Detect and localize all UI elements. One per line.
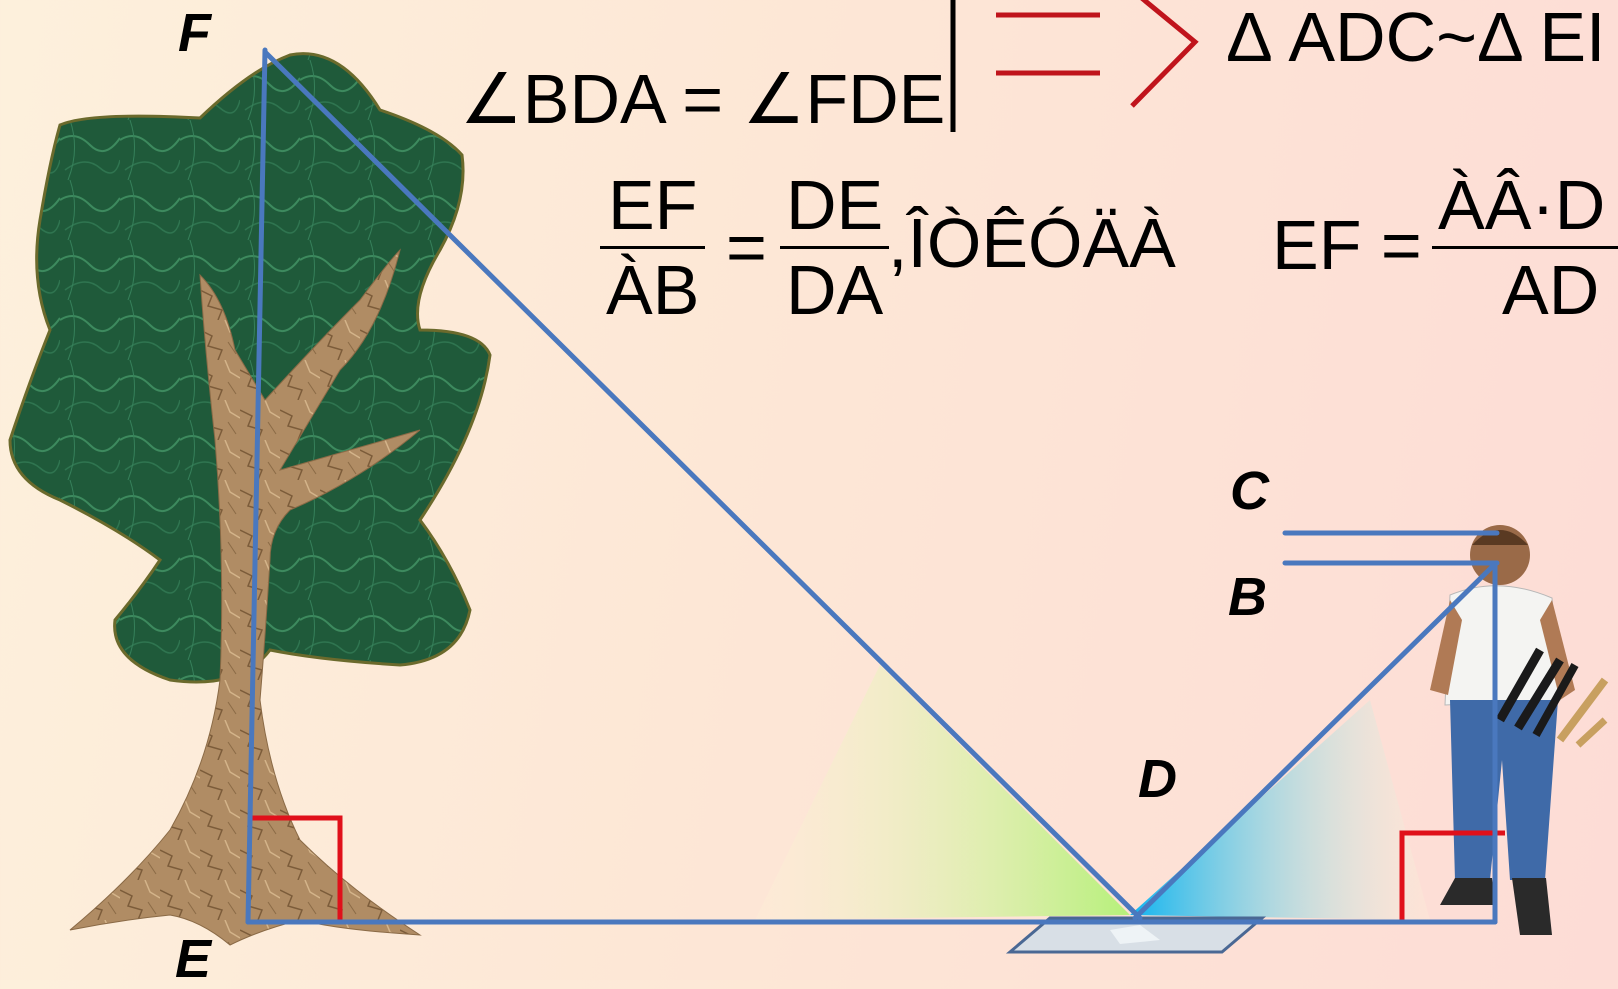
mirror-on-ground xyxy=(1005,916,1267,954)
tree-foliage xyxy=(8,52,492,684)
fraction-bar xyxy=(600,246,706,249)
fraction-de-over-da-denominator: DA xyxy=(786,251,884,329)
point-label-B: B xyxy=(1228,567,1267,627)
right-angle-marks xyxy=(248,815,1505,920)
point-label-D: D xyxy=(1138,749,1177,809)
point-label-F: F xyxy=(178,3,211,63)
tree-illustration xyxy=(8,52,492,946)
point-label-C: C xyxy=(1230,461,1269,521)
fraction-ef-over-ab-denominator: ÀB xyxy=(606,251,700,329)
similarity-statement: Δ ADC~Δ EI xyxy=(1226,0,1606,76)
point-label-E: E xyxy=(175,929,212,989)
fraction-ef-result-denominator: AD xyxy=(1502,251,1600,329)
right-angle-mark-A xyxy=(1399,830,1505,920)
ef-result-label: EF = xyxy=(1272,206,1422,284)
angle-equation: ∠BDA = ∠FDE xyxy=(460,60,946,138)
garbled-word: ,ÎÒÊÓÄÀ xyxy=(888,204,1176,282)
tree-trunk xyxy=(69,248,422,946)
construction-lines xyxy=(245,47,1500,925)
segment-mirror-B xyxy=(1132,561,1498,921)
fraction-bar xyxy=(1432,246,1618,249)
fraction-ef-result-numerator: ÀÂ·D xyxy=(1438,166,1606,244)
fraction-ef-result: ÀÂ·D AD xyxy=(1432,170,1618,325)
fraction-ef-over-ab: EF ÀB xyxy=(600,166,706,329)
equals-sign: = xyxy=(726,208,767,286)
segment-FE xyxy=(245,47,268,925)
incident-light-cone xyxy=(755,665,1130,920)
reflected-light-cone xyxy=(1130,700,1430,920)
man-with-stick-figure xyxy=(1430,525,1609,935)
segment-F-mirror xyxy=(262,49,1143,921)
fraction-de-over-da: DE DA xyxy=(780,166,890,329)
fraction-de-over-da-numerator: DE xyxy=(786,166,884,244)
fraction-bar xyxy=(780,246,890,249)
fraction-ef-over-ab-numerator: EF xyxy=(607,166,698,244)
right-angle-mark-E xyxy=(248,815,343,920)
implies-arrow-icon xyxy=(996,0,1199,108)
